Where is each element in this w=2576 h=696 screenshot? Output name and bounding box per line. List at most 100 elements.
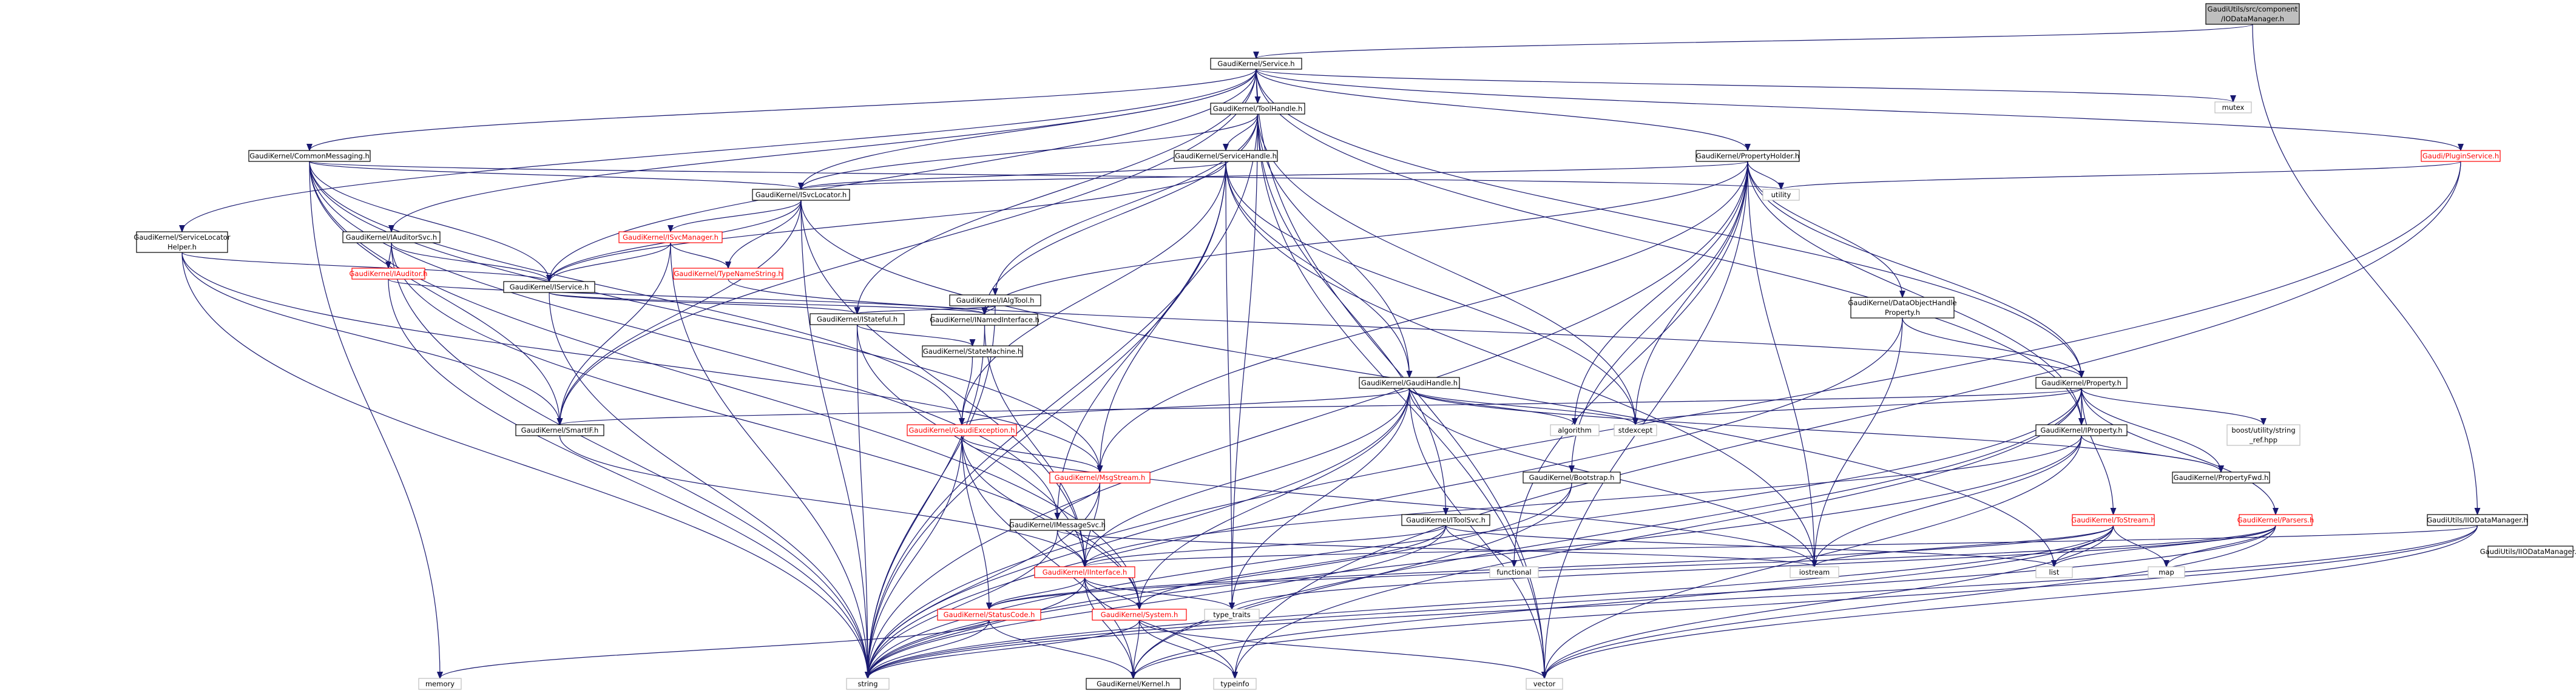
node-label: GaudiUtils/src/component <box>2208 5 2298 13</box>
node-label: GaudiKernel/INamedInterface.h <box>930 316 1040 324</box>
node-box <box>949 294 1041 306</box>
edge-itoolsvc-to-functional <box>1445 525 1515 567</box>
edge-isvcloc-to-iinterface <box>800 200 1085 567</box>
node-statuscode[interactable]: GaudiKernel/StatusCode.h <box>937 609 1041 621</box>
node-isvcloc[interactable]: GaudiKernel/ISvcLocator.h <box>752 189 850 201</box>
node-box <box>810 313 905 325</box>
edge-typenamestr-to-property <box>728 279 2081 377</box>
edge-statuscode-to-kernel <box>989 620 1134 679</box>
node-box <box>618 231 723 243</box>
edge-iproperty-to-iinterface <box>1085 435 2082 567</box>
node-iostream: iostream <box>1790 566 1839 578</box>
header-nodes: GaudiUtils/src/component/IODataManager.h… <box>134 3 2576 690</box>
node-itoolsvc[interactable]: GaudiKernel/IToolSvc.h <box>1401 514 1490 526</box>
node-iinterface[interactable]: GaudiKernel/IInterface.h <box>1034 566 1135 578</box>
edge-iinterface-to-typetraits <box>1084 577 1232 610</box>
node-istateful[interactable]: GaudiKernel/IStateful.h <box>810 313 905 325</box>
node-label: iostream <box>1799 568 1830 576</box>
edge-statemachine-to-gaudiexc <box>962 356 973 425</box>
node-ialgtool[interactable]: GaudiKernel/IAlgTool.h <box>949 294 1041 306</box>
node-iservice[interactable]: GaudiKernel/IService.h <box>503 281 595 293</box>
node-gaudihandle[interactable]: GaudiKernel/GaudiHandle.h <box>1359 377 1460 389</box>
edge-service-to-mutex <box>1256 69 2233 103</box>
node-box <box>931 314 1038 326</box>
node-iproperty[interactable]: GaudiKernel/IProperty.h <box>2035 424 2128 436</box>
node-iodmh[interactable]: GaudiUtils/IIODataManager.h <box>2480 546 2576 558</box>
edge-gaudihandle-to-typetraits <box>1232 388 1410 609</box>
node-box <box>2205 3 2300 25</box>
edge-iiodatamgr-to-iinterface <box>1085 525 2478 567</box>
edge-system-to-kernel <box>1134 620 1140 678</box>
node-gaudiexc[interactable]: GaudiKernel/GaudiException.h <box>907 424 1017 436</box>
edge-service-to-property <box>1256 69 2081 377</box>
node-isvcmanager[interactable]: GaudiKernel/ISvcManager.h <box>618 231 723 243</box>
node-label: GaudiKernel/TypeNameString.h <box>674 269 782 278</box>
node-toolhandle[interactable]: GaudiKernel/ToolHandle.h <box>1210 103 1305 115</box>
node-label: GaudiKernel/IStateful.h <box>817 315 898 323</box>
node-utility: utility <box>1762 189 1800 201</box>
node-box <box>248 150 371 162</box>
node-box <box>2148 566 2185 578</box>
node-statemachine[interactable]: GaudiKernel/StateMachine.h <box>922 345 1023 357</box>
edge-propholder-to-algorithm <box>1575 161 1748 425</box>
node-box <box>1695 150 1800 162</box>
node-tostream[interactable]: GaudiKernel/ToStream.h <box>2071 514 2155 526</box>
node-label: Gaudi/PluginService.h <box>2422 152 2499 160</box>
edge-svchandle-to-gaudihandle <box>1225 161 1410 377</box>
node-box <box>2239 514 2313 526</box>
node-algorithm: algorithm <box>1550 424 1600 436</box>
node-label: typeinfo <box>1220 680 1249 688</box>
node-property[interactable]: GaudiKernel/Property.h <box>2035 377 2128 389</box>
node-iauditor[interactable]: GaudiKernel/IAuditor.h <box>350 268 428 280</box>
node-label: list <box>2049 568 2060 576</box>
edge-commsg-to-gaudiexc <box>309 161 962 425</box>
node-system[interactable]: GaudiKernel/System.h <box>1092 609 1187 621</box>
node-box <box>1174 150 1278 162</box>
edge-gaudiexc-to-imsgstream <box>961 435 1100 473</box>
node-imessagesvc[interactable]: GaudiKernel/IMessageSvc.h <box>1009 519 1106 531</box>
node-commsg[interactable]: GaudiKernel/CommonMessaging.h <box>248 150 371 162</box>
node-parsers[interactable]: GaudiKernel/Parsers.h <box>2237 514 2314 526</box>
node-box <box>2035 377 2128 389</box>
node-memory: memory <box>418 678 462 690</box>
node-imsgstream[interactable]: GaudiKernel/MsgStream.h <box>1049 471 1151 484</box>
node-bootstrap[interactable]: GaudiKernel/Bootstrap.h <box>1523 471 1621 484</box>
node-pluginsvc[interactable]: Gaudi/PluginService.h <box>2421 150 2501 162</box>
edge-svchandle-to-gaudiexc <box>962 161 1226 425</box>
edge-property-to-string <box>868 388 2082 678</box>
node-typenamestr[interactable]: GaudiKernel/TypeNameString.h <box>673 268 783 280</box>
edge-propholder-to-bootstrap <box>1572 161 1748 472</box>
node-iiodatamgr[interactable]: GaudiUtils/IIODataManager.h <box>2427 514 2528 526</box>
edge-propholder-to-isvcloc <box>801 161 1748 190</box>
node-kernel[interactable]: GaudiKernel/Kernel.h <box>1086 678 1181 690</box>
node-label: /IODataManager.h <box>2221 15 2284 23</box>
node-box <box>2487 546 2574 558</box>
edge-tostream-to-iostream <box>1814 525 2114 567</box>
node-svchandle[interactable]: GaudiKernel/ServiceHandle.h <box>1174 150 1278 162</box>
node-label: GaudiKernel/StateMachine.h <box>923 347 1022 356</box>
node-service[interactable]: GaudiKernel/Service.h <box>1210 58 1302 70</box>
node-iauditorsvc[interactable]: GaudiKernel/IAuditorSvc.h <box>342 231 441 243</box>
edge-commsg-to-iservice <box>309 161 549 282</box>
edge-svchandle-to-string <box>868 161 1226 678</box>
node-propertyfwd[interactable]: GaudiKernel/PropertyFwd.h <box>2172 471 2270 484</box>
edge-iauditorsvc-to-iservice <box>391 242 549 282</box>
node-smartif[interactable]: GaudiKernel/SmartIF.h <box>515 424 604 436</box>
node-label: GaudiKernel/ISvcManager.h <box>623 233 718 242</box>
edge-gaudiexc-to-iostream <box>961 435 1814 567</box>
edge-system-to-string <box>868 620 1140 679</box>
node-root[interactable]: GaudiUtils/src/component/IODataManager.h <box>2205 3 2300 25</box>
node-box <box>515 424 604 436</box>
edge-pluginsvc-to-typeinfo <box>1235 161 2461 678</box>
node-box <box>2072 514 2155 526</box>
node-inamed[interactable]: GaudiKernel/INamedInterface.h <box>930 314 1040 326</box>
edge-ialgtool-to-string <box>868 305 996 678</box>
edge-isvcloc-to-isvcmanager <box>671 200 802 232</box>
node-propholder[interactable]: GaudiKernel/PropertyHolder.h <box>1695 150 1800 162</box>
node-label: GaudiKernel/IInterface.h <box>1043 568 1127 576</box>
edge-property-to-parsers <box>2081 388 2276 515</box>
edge-commsg-to-isvcloc <box>309 161 801 190</box>
node-box <box>1850 297 1955 319</box>
